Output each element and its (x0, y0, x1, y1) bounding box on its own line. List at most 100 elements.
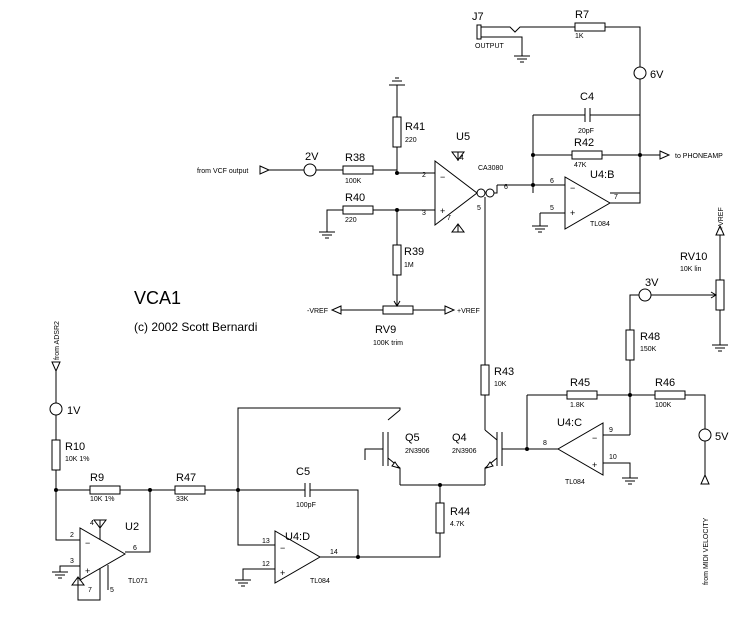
r41-ground (389, 77, 405, 175)
neg-vref-label: -VREF (307, 308, 328, 315)
r39-value: 1M (404, 262, 414, 269)
trimmer-rv9 (330, 300, 456, 315)
r46-value: 100K (655, 402, 672, 409)
opamp-u4d (235, 490, 321, 587)
r48-label: R48 (640, 331, 660, 343)
q5-value: 2N3906 (405, 448, 430, 455)
u5-minus: − (440, 172, 445, 182)
r42-value: 47K (574, 162, 587, 169)
u4d-plus: + (280, 568, 285, 578)
pos-vref-label: +VREF (457, 308, 480, 315)
r7-label: R7 (575, 9, 589, 21)
u4c-value: TL084 (565, 479, 585, 486)
c5-label: C5 (296, 466, 310, 478)
opamp-u4b (497, 176, 641, 233)
schematic-title: VCA1 (134, 288, 181, 308)
resistor-r46 (654, 390, 706, 429)
u5-pin5: 5 (477, 205, 481, 212)
r10-value: 10K 1% (65, 456, 90, 463)
resistor-r40 (319, 205, 435, 239)
c4-value: 20pF (578, 128, 594, 135)
resistor-r47 (174, 485, 305, 495)
r41-label: R41 (405, 121, 425, 133)
r44-value: 4.7K (450, 521, 465, 528)
rv10-label: RV10 (680, 251, 707, 263)
u5-plus: + (440, 206, 445, 216)
r10-label: R10 (65, 441, 85, 453)
u4c-label: U4:C (557, 417, 582, 429)
u4c-minus: − (592, 433, 597, 443)
resistor-r43 (480, 364, 490, 430)
u5-pin3: 3 (422, 210, 426, 217)
u2-pin5: 5 (110, 587, 114, 594)
u4d-pin14: 14 (330, 549, 338, 556)
r9-label: R9 (90, 472, 104, 484)
u4c-plus: + (592, 460, 597, 470)
r47-value: 33K (176, 496, 189, 503)
u4b-plus: + (570, 208, 575, 218)
r42-label: R42 (574, 137, 594, 149)
u4d-pin12: 12 (262, 561, 270, 568)
u5-value: CA3080 (478, 165, 503, 172)
r43-value: 10K (494, 381, 507, 388)
test-point-6v (610, 66, 647, 194)
output-label: OUTPUT (475, 43, 505, 50)
r38-value: 100K (345, 178, 362, 185)
u4c-pin9: 9 (609, 427, 613, 434)
u5-label: U5 (456, 131, 470, 143)
u2-pin2: 2 (70, 532, 74, 539)
resistor-r42 (531, 150, 671, 160)
resistor-r7 (560, 22, 641, 67)
rv10-pot (651, 224, 728, 352)
r38-label: R38 (345, 152, 365, 164)
u5-pin4: 4 (460, 155, 464, 162)
u4d-pin13: 13 (262, 538, 270, 545)
u2-label: U2 (125, 521, 139, 533)
opamp-u2 (52, 519, 126, 601)
u4b-pin5: 5 (550, 205, 554, 212)
r45-label: R45 (570, 377, 590, 389)
u5-pin7: 7 (447, 215, 451, 222)
output-jack-j7 (476, 24, 560, 63)
u4d-value: TL084 (310, 578, 330, 585)
from-vcf-label: from VCF output (197, 168, 248, 175)
u2-pin6: 6 (133, 545, 137, 552)
q4-label: Q4 (452, 432, 467, 444)
c4-label: C4 (580, 91, 594, 103)
r44-label: R44 (450, 506, 470, 518)
u2-minus: − (85, 538, 90, 548)
u2-plus: + (85, 566, 90, 576)
from-adsr2-label: from ADSR2 (54, 321, 61, 360)
tp-2v-label: 2V (305, 151, 319, 163)
u4b-pin6: 6 (550, 178, 554, 185)
test-point-5v (698, 428, 712, 485)
resistor-r39 (392, 210, 402, 300)
resistor-r45 (527, 390, 655, 400)
u5-pin6: 6 (504, 184, 508, 191)
r47-label: R47 (176, 472, 196, 484)
u5-pin2: 2 (422, 172, 426, 179)
r46-label: R46 (655, 377, 675, 389)
resistor-r10 (51, 439, 80, 541)
resistor-r48 (625, 329, 635, 435)
transistor-q4 (484, 429, 527, 485)
r48-value: 150K (640, 346, 657, 353)
r9-value: 10K 1% (90, 496, 115, 503)
rv9-value: 100K trim (373, 340, 403, 347)
r39-label: R39 (404, 246, 424, 258)
r41-value: 220 (405, 137, 417, 144)
u2-pin7: 7 (88, 587, 92, 594)
c5-value: 100pF (296, 502, 316, 509)
r7-value: 1K (575, 33, 584, 40)
r40-label: R40 (345, 192, 365, 204)
r40-value: 220 (345, 217, 357, 224)
test-point-3v (629, 288, 652, 330)
transistor-q5 (237, 407, 485, 490)
tp-5v-label: 5V (715, 431, 729, 443)
u4b-minus: − (570, 183, 575, 193)
tp-6v-label: 6V (650, 69, 664, 81)
u4c-pin8: 8 (543, 440, 547, 447)
to-phoneamp-label: to PHONEAMP (675, 153, 723, 160)
